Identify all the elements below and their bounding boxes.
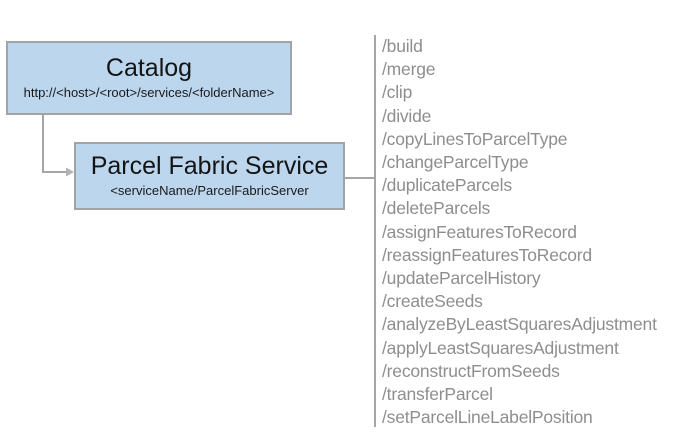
operation-endpoint: /analyzeByLeastSquaresAdjustment [382, 314, 657, 335]
operation-endpoint: /transferParcel [382, 384, 493, 405]
operation-endpoint: /assignFeaturesToRecord [382, 221, 577, 242]
service-title: Parcel Fabric Service [90, 152, 329, 181]
operation-endpoint: /clip [382, 82, 413, 103]
catalog-title: Catalog [105, 54, 193, 83]
operation-endpoint: /deleteParcels [382, 198, 491, 219]
arrowhead-icon [66, 167, 74, 177]
operation-endpoint: /changeParcelType [382, 152, 529, 173]
catalog-to-service-connector [42, 114, 66, 173]
operation-endpoint: /divide [382, 105, 432, 126]
operation-endpoint: /updateParcelHistory [382, 268, 541, 289]
parcel-fabric-service-node: Parcel Fabric Service <serviceName/Parce… [74, 142, 345, 210]
operation-endpoint: /copyLinesToParcelType [382, 128, 568, 149]
catalog-node: Catalog http://<host>/<root>/services/<f… [6, 41, 292, 115]
operation-endpoint: /reconstructFromSeeds [382, 360, 560, 381]
operation-endpoint: /applyLeastSquaresAdjustment [382, 337, 619, 358]
service-url-pattern: <serviceName/ParcelFabricServer [110, 182, 309, 198]
catalog-url-pattern: http://<host>/<root>/services/<folderNam… [23, 84, 275, 100]
operation-endpoint: /createSeeds [382, 291, 483, 312]
operation-endpoint: /merge [382, 59, 436, 80]
operation-endpoint: /setParcelLineLabelPosition [382, 407, 593, 428]
operations-list: /build/merge/clip/divide/copyLinesToParc… [382, 35, 682, 429]
operation-endpoint: /duplicateParcels [382, 175, 512, 196]
operation-endpoint: /build [382, 36, 423, 56]
operation-endpoint: /reassignFeaturesToRecord [382, 244, 592, 265]
